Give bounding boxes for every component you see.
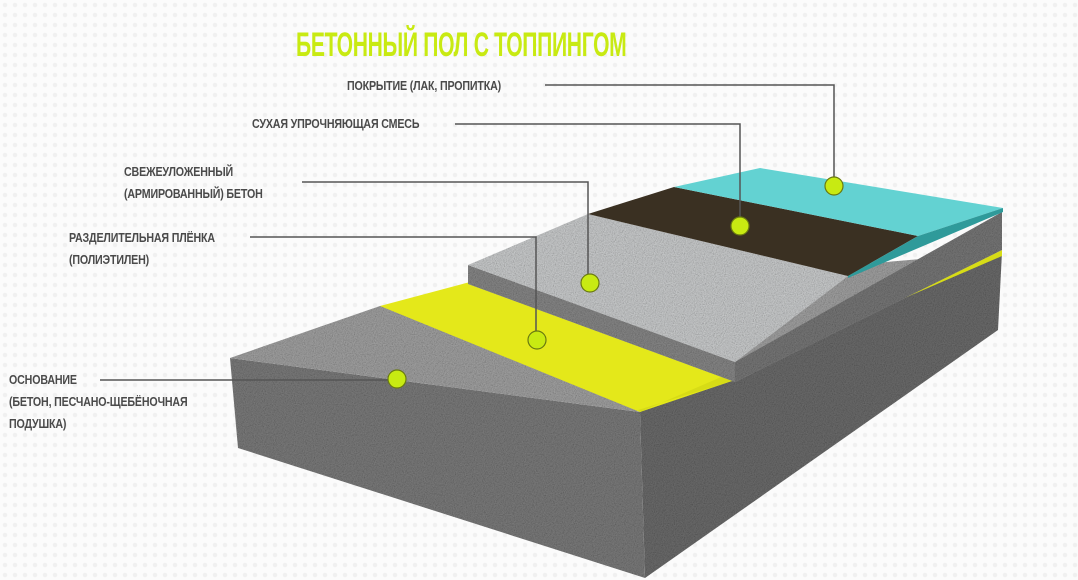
dry-mix-marker: [730, 216, 750, 236]
slab-top-face: [468, 214, 848, 362]
base-side-face: [640, 252, 1002, 578]
label-dry-mix: СУХАЯ УПРОЧНЯЮЩАЯ СМЕСЬ: [252, 116, 420, 131]
film-layer: [380, 282, 735, 412]
label-base-2: (БЕТОН, ПЕСЧАНО-ЩЕБЁНОЧНАЯ: [9, 394, 188, 409]
slab-front-face: [468, 265, 735, 382]
coating-layer: [674, 168, 1003, 236]
label-concrete-2: (АРМИРОВАННЫЙ) БЕТОН: [124, 186, 263, 201]
film-marker: [527, 330, 547, 350]
slab-side-face: [735, 212, 1002, 382]
label-base-3: ПОДУШКА): [9, 416, 67, 431]
concrete-marker: [580, 273, 600, 293]
base-marker: [387, 369, 407, 389]
dry-mix-layer: [588, 187, 918, 276]
coating-marker: [824, 176, 844, 196]
label-film-2: (ПОЛИЭТИЛЕН): [69, 252, 150, 267]
label-film-1: РАЗДЕЛИТЕЛЬНАЯ ПЛЁНКА: [69, 230, 215, 245]
label-concrete-1: СВЕЖЕУЛОЖЕННЫЙ: [124, 164, 234, 179]
base-front-face: [230, 358, 645, 578]
label-coating: ПОКРЫТИЕ (ЛАК, ПРОПИТКА): [347, 78, 501, 93]
coating-edge: [848, 208, 1003, 278]
label-base-1: ОСНОВАНИЕ: [9, 372, 77, 387]
diagram-title: БЕТОННЫЙ ПОЛ С ТОППИНГОМ: [296, 26, 627, 64]
leader-lines: [100, 84, 835, 381]
